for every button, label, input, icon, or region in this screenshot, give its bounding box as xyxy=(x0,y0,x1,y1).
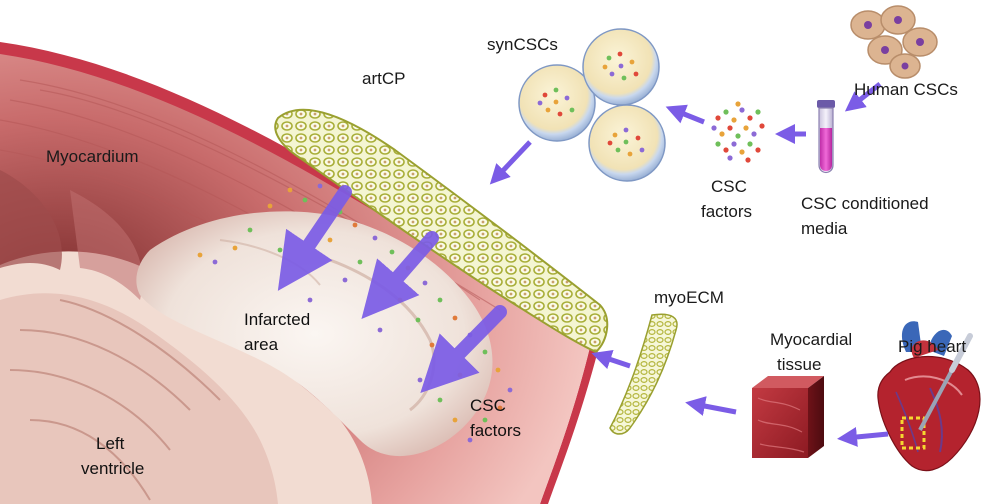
label-myoecm: myoECM xyxy=(654,288,724,307)
label-myocardial-tissue-line2: tissue xyxy=(777,355,821,374)
arrow-myoecm-to-artcp xyxy=(591,349,631,369)
label-left-ventricle-line2: ventricle xyxy=(81,459,144,478)
label-syncscs: synCSCs xyxy=(487,35,558,54)
csc-factors-cloud xyxy=(711,101,765,163)
trabeculae-lines xyxy=(9,299,221,501)
label-myocardial-tissue-line1: Myocardial xyxy=(770,330,852,349)
label-csc-conditioned-line2: media xyxy=(801,219,848,238)
label-left-ventricle-line1: Left xyxy=(96,434,125,453)
arrow-tissue-to-myoecm xyxy=(685,396,737,416)
test-tube xyxy=(817,100,835,174)
diffusion-arrows xyxy=(277,185,507,393)
label-infarcted-line2: area xyxy=(244,335,279,354)
scalpel xyxy=(918,369,954,431)
arrow-factors-to-syncscs xyxy=(665,104,705,125)
myoecm-strip xyxy=(609,313,678,435)
arrow-cells-to-media xyxy=(844,82,882,112)
label-human-cscs: Human CSCs xyxy=(854,80,958,99)
label-artcp: artCP xyxy=(362,69,405,88)
label-myocardium: Myocardium xyxy=(46,147,139,166)
pig-heart xyxy=(877,321,981,472)
syncsc-sphere-2 xyxy=(582,28,660,106)
label-csc-factors-bottom-line2: factors xyxy=(470,421,521,440)
label-csc-factors-bottom-line1: CSC xyxy=(470,396,506,415)
flow-arrows xyxy=(489,82,889,447)
label-pig-heart: Pig heart xyxy=(898,337,966,356)
syncsc-sphere-3 xyxy=(588,104,666,182)
trabeculae xyxy=(0,293,278,504)
tissue-harvest-box xyxy=(900,416,926,450)
arrow-heart-to-tissue xyxy=(837,427,889,447)
syncsc-sphere-1 xyxy=(518,64,596,142)
diffusion-arrow-3 xyxy=(420,305,507,393)
diffusion-arrow-1 xyxy=(277,185,352,291)
syncsc-spheres xyxy=(518,28,666,182)
arrow-syncscs-to-artcp xyxy=(489,140,532,185)
human-cscs-cells xyxy=(850,5,938,79)
label-csc-conditioned-line1: CSC conditioned xyxy=(801,194,929,213)
myocardial-tissue-block xyxy=(752,376,824,458)
label-csc-factors-top-line1: CSC xyxy=(711,177,747,196)
label-csc-factors-top-line2: factors xyxy=(701,202,752,221)
label-infarcted-line1: Infarcted xyxy=(244,310,310,329)
diffusion-arrow-2 xyxy=(361,231,439,320)
